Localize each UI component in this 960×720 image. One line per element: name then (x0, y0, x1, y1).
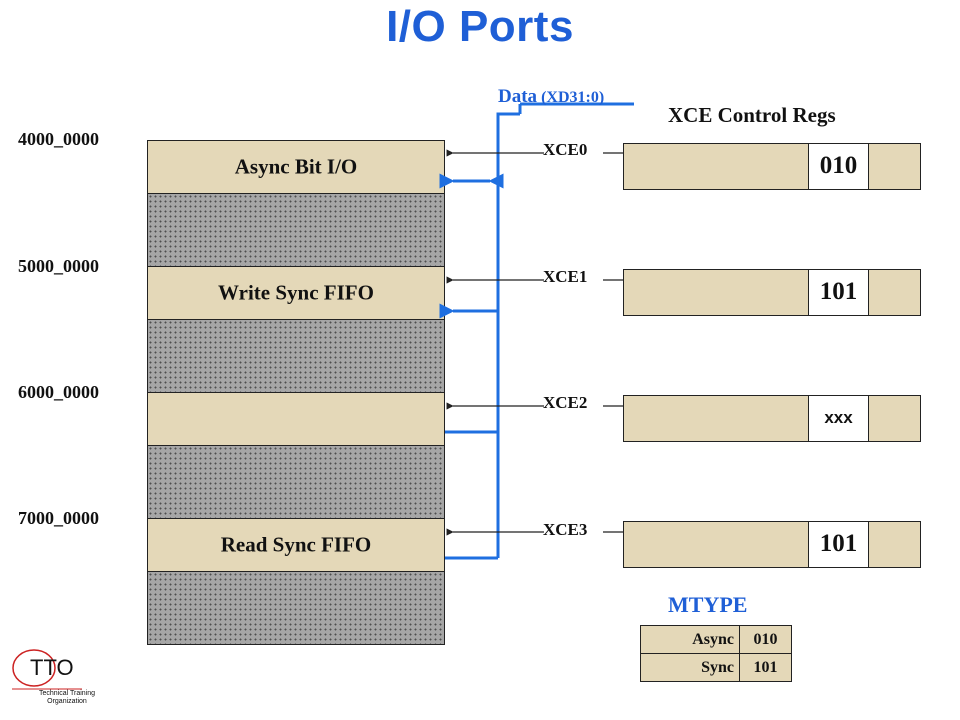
mtype-row-async: Async 010 (640, 625, 792, 654)
xce0-register: 010 (623, 142, 921, 190)
memory-region-blank (147, 392, 445, 446)
xce1-register: 101 (623, 268, 921, 316)
xce3-mtype-value: 101 (808, 520, 869, 568)
mtype-code: 101 (739, 653, 792, 682)
memory-region-unused-3 (147, 445, 445, 519)
address-label-7000: 7000_0000 (18, 508, 99, 528)
address-label-5000: 5000_0000 (18, 256, 99, 276)
mtype-type: Async (640, 625, 740, 654)
tto-logo-caption-line1: Technical Training (38, 690, 96, 697)
memory-region-unused-2 (147, 319, 445, 393)
xce0-label: XCE0 (543, 140, 588, 159)
memory-region-write-sync-fifo: Write Sync FIFO (147, 266, 445, 320)
xce2-label: XCE2 (543, 393, 588, 412)
tto-logo-caption: Technical Training Organization (12, 690, 122, 706)
xce3-register: 101 (623, 520, 921, 568)
tto-logo: TTO (30, 655, 74, 680)
page-title: I/O Ports (386, 2, 574, 51)
data-bus (496, 102, 634, 558)
xce0-mtype-value: 010 (808, 142, 869, 190)
xce2-register: xxx (623, 394, 921, 442)
memory-region-read-sync-fifo: Read Sync FIFO (147, 518, 445, 572)
tto-logo-caption-line2: Organization (47, 698, 87, 705)
xce2-mtype-value: xxx (808, 394, 869, 442)
memory-region-label: Async Bit I/O (234, 154, 358, 179)
xce3-label: XCE3 (543, 520, 588, 539)
mtype-row-sync: Sync 101 (640, 653, 792, 682)
data-bus-signal: (XD31:0) (541, 89, 605, 106)
mtype-type: Sync (640, 653, 740, 682)
xce1-label: XCE1 (543, 267, 588, 286)
memory-region-unused-4 (147, 571, 445, 645)
memory-region-unused-1 (147, 193, 445, 267)
control-regs-title: XCE Control Regs (668, 103, 836, 127)
tto-logo-circle (12, 649, 56, 687)
memory-region-label: Write Sync FIFO (218, 280, 374, 305)
address-label-4000: 4000_0000 (18, 129, 99, 149)
memory-region-label: Read Sync FIFO (220, 532, 372, 557)
address-label-6000: 6000_0000 (18, 382, 99, 402)
mtype-table: Async 010 Sync 101 (640, 625, 792, 682)
mtype-title: MTYPE (668, 592, 748, 617)
data-bus-label: Data (XD31:0) (498, 86, 604, 108)
mtype-code: 010 (739, 625, 792, 654)
data-bus-name: Data (498, 86, 538, 107)
xce1-mtype-value: 101 (808, 268, 869, 316)
